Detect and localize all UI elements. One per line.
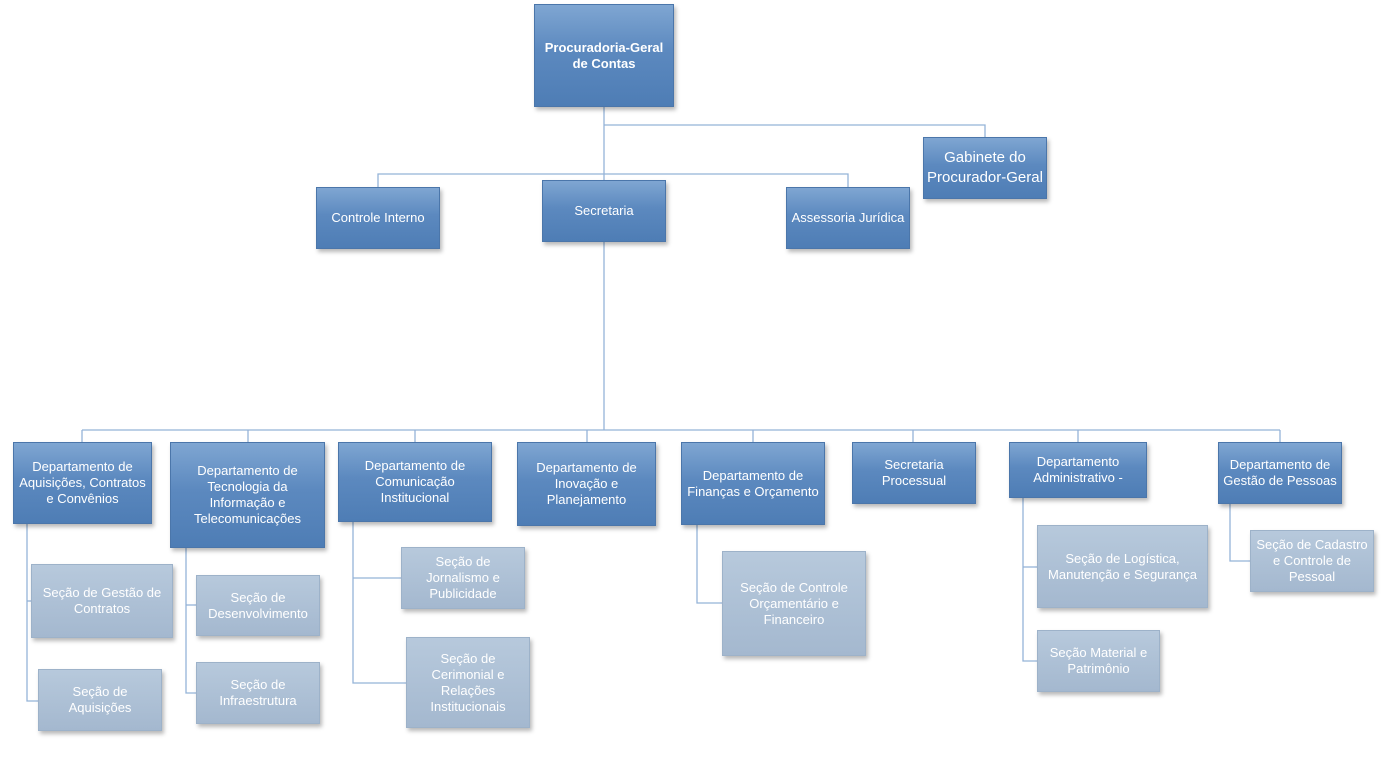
- connector: [185, 548, 196, 694]
- node-secretaria: Secretaria: [542, 180, 666, 242]
- node-dep-gestao-pessoas: Departamento de Gestão de Pessoas: [1218, 442, 1342, 504]
- connector: [1022, 498, 1037, 662]
- node-gabinete: Gabinete do Procurador-Geral: [923, 137, 1047, 199]
- node-dep-comunicacao: Departamento de Comunicação Instituciona…: [338, 442, 492, 522]
- connector: [26, 524, 38, 702]
- node-secao-controle-orcamentario: Seção de Controle Orçamentário e Finance…: [722, 551, 866, 656]
- node-secao-aquisicoes: Seção de Aquisições: [38, 669, 162, 731]
- node-dep-aquisicoes: Departamento de Aquisições, Contratos e …: [13, 442, 152, 524]
- node-secao-gestao-contratos: Seção de Gestão de Contratos: [31, 564, 173, 638]
- node-secao-jornalismo: Seção de Jornalismo e Publicidade: [401, 547, 525, 609]
- connector: [1229, 504, 1250, 562]
- connector: [352, 522, 406, 684]
- node-dep-tecnologia: Departamento de Tecnologia da Informação…: [170, 442, 325, 548]
- node-secao-material: Seção Material e Patrimônio: [1037, 630, 1160, 692]
- node-secao-cadastro: Seção de Cadastro e Controle de Pessoal: [1250, 530, 1374, 592]
- node-secretaria-processual: Secretaria Processual: [852, 442, 976, 504]
- node-procuradoria-geral: Procuradoria-Geral de Contas: [534, 4, 674, 107]
- node-dep-inovacao: Departamento de Inovação e Planejamento: [517, 442, 656, 526]
- connector: [604, 124, 986, 137]
- node-secao-cerimonial: Seção de Cerimonial e Relações Instituci…: [406, 637, 530, 728]
- node-secao-infraestrutura: Seção de Infraestrutura: [196, 662, 320, 724]
- node-controle-interno: Controle Interno: [316, 187, 440, 249]
- connector: [377, 173, 849, 187]
- node-secao-desenvolvimento: Seção de Desenvolvimento: [196, 575, 320, 636]
- connector: [696, 525, 722, 604]
- node-dep-administrativo: Departamento Administrativo -: [1009, 442, 1147, 498]
- node-dep-financas: Departamento de Finanças e Orçamento: [681, 442, 825, 525]
- node-secao-logistica: Seção de Logística, Manutenção e Seguran…: [1037, 525, 1208, 608]
- node-assessoria-juridica: Assessoria Jurídica: [786, 187, 910, 249]
